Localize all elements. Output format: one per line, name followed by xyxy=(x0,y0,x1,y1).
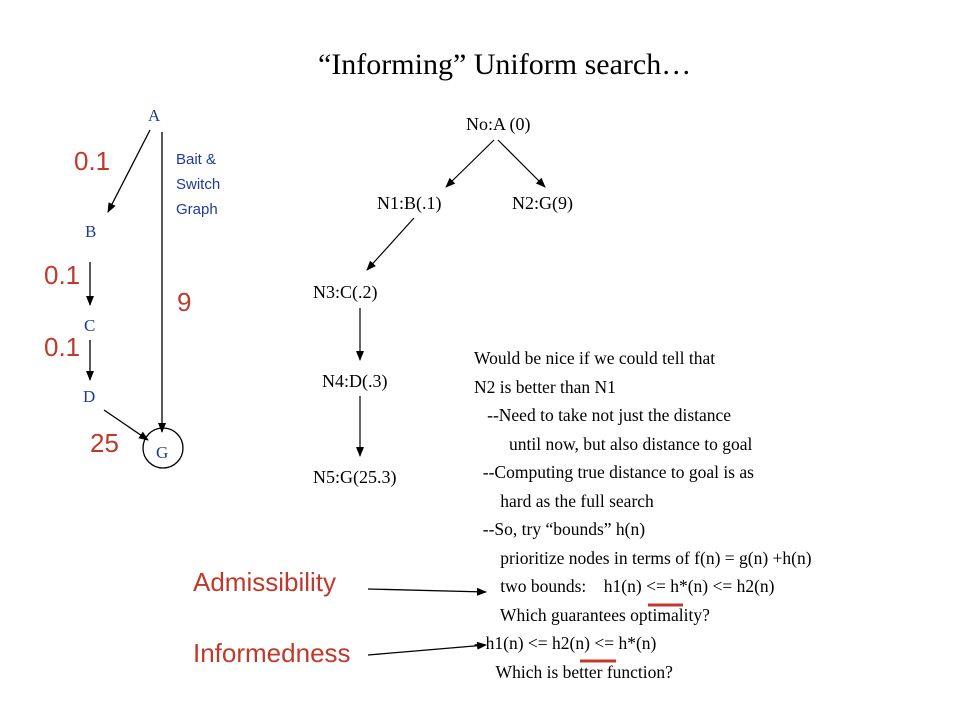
note-line: --Computing true distance to goal is as xyxy=(474,462,754,482)
note-line: Which is better function? xyxy=(474,661,673,682)
note-line: until now, but also distance to goal xyxy=(474,433,753,454)
tree-node-n1: N1:B(.1) xyxy=(377,193,442,213)
goal-node-circle xyxy=(142,427,184,469)
tree-node-n3: N3:C(.2) xyxy=(313,282,378,302)
graph-caption: Bait & Switch Graph xyxy=(176,151,221,218)
informedness-label: Informedness xyxy=(193,638,351,668)
tree-edge-n1-n3 xyxy=(366,217,415,271)
graph-node-c: C xyxy=(84,316,96,335)
tree-node-n2: N2:G(9) xyxy=(512,193,573,213)
note-line: --h1(n) <= h2(n) <= h*(n) xyxy=(474,633,657,653)
note-line: N2 is better than N1 xyxy=(474,376,616,397)
note-line: Which guarantees optimality? xyxy=(474,604,710,625)
tree-edge-n0-n2 xyxy=(497,139,546,188)
notes-block: Would be nice if we could tell that N2 i… xyxy=(474,344,812,686)
tree-node-n5: N5:G(25.3) xyxy=(313,467,397,487)
weight-b-c: 0.1 xyxy=(44,260,81,290)
note-line: prioritize nodes in terms of f(n) = g(n)… xyxy=(474,547,812,568)
graph-node-g: G xyxy=(156,443,169,462)
note-line: two bounds: h1(n) <= h*(n) <= h2(n) xyxy=(474,576,775,596)
edge-a-b xyxy=(107,129,151,213)
graph-node-d: D xyxy=(83,387,96,406)
tree-node-n4: N4:D(.3) xyxy=(322,371,388,391)
tree-node-n0: No:A (0) xyxy=(466,114,531,134)
note-line: --So, try “bounds” h(n) xyxy=(474,519,646,539)
graph-node-a: A xyxy=(148,106,161,125)
note-line: Would be nice if we could tell that xyxy=(474,348,716,368)
graph-node-b: B xyxy=(85,222,97,241)
note-line: hard as the full search xyxy=(474,490,654,511)
note-line: --Need to take not just the distance xyxy=(474,405,732,425)
slide-title: “Informing” Uniform search… xyxy=(318,48,692,81)
weight-d-g: 25 xyxy=(90,428,119,458)
edge-d-g xyxy=(103,409,149,441)
informedness-arrow xyxy=(367,641,487,656)
admissibility-label: Admissibility xyxy=(193,567,337,597)
weight-a-b: 0.1 xyxy=(74,146,111,176)
weight-a-g: 9 xyxy=(177,287,192,317)
admissibility-arrow xyxy=(367,587,487,596)
tree-edge-n0-n1 xyxy=(445,139,495,188)
weight-c-d: 0.1 xyxy=(44,332,81,362)
